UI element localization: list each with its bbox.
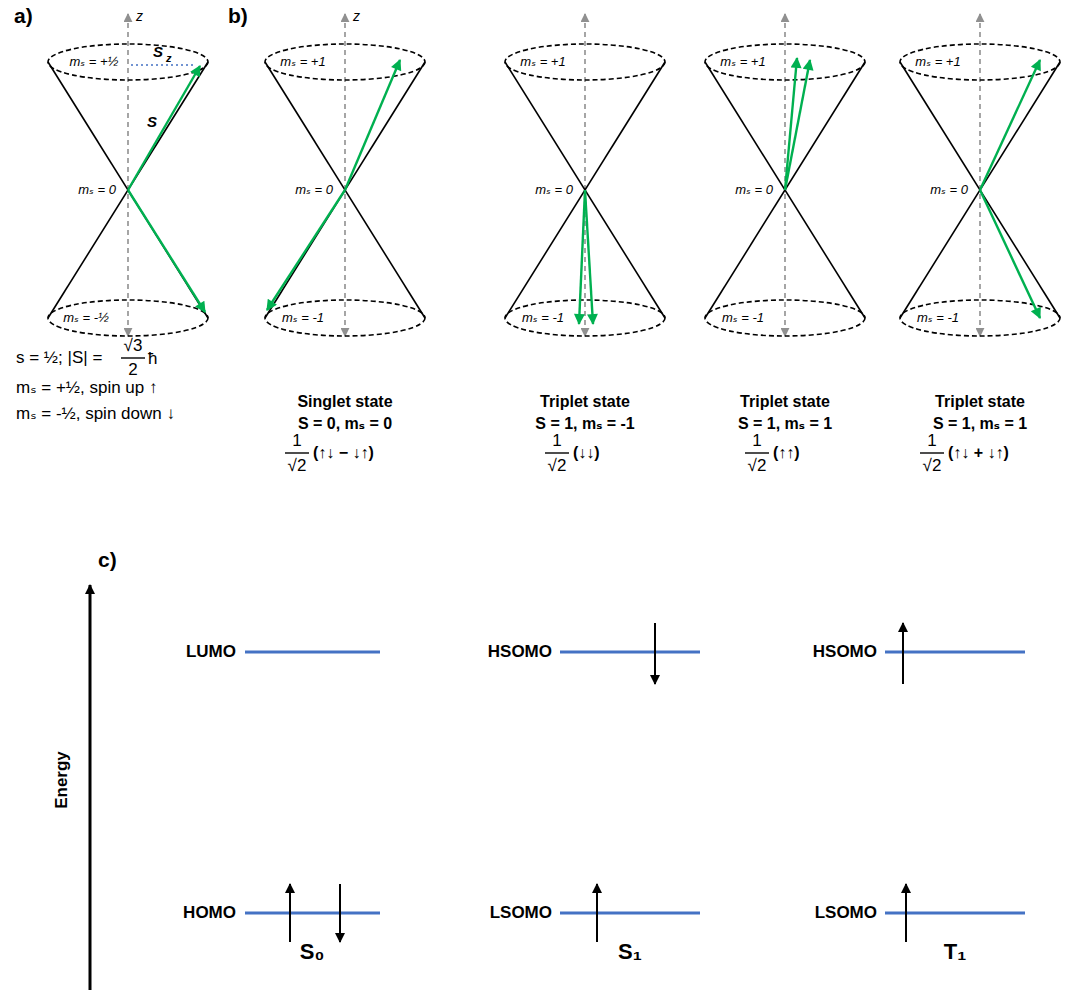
quantum-number: mₛ = 0 [295, 183, 333, 197]
state-numbers: S = 0, mₛ = 0 [298, 415, 392, 433]
quantum-number: mₛ = +1 [720, 55, 765, 69]
state-numbers: S = 1, mₛ = 1 [738, 415, 832, 433]
spin-cone [900, 14, 1060, 336]
spin-formula: s = ½; |S| = [16, 349, 102, 368]
vector-label: S [153, 44, 163, 61]
state-label: S₁ [618, 940, 642, 964]
orbital-levels [245, 652, 1025, 913]
fraction-denominator: √2 [923, 457, 942, 476]
quantum-number: mₛ = +1 [520, 55, 565, 69]
energy-axis [89, 585, 92, 990]
quantum-number: mₛ = +1 [915, 55, 960, 69]
state-name: Triplet state [540, 393, 630, 411]
spin-note: mₛ = +½, spin up ↑ [16, 379, 157, 398]
quantum-number: mₛ = +1 [280, 55, 325, 69]
quantum-number: mₛ = 0 [930, 183, 968, 197]
orbital-label: HOMO [183, 904, 236, 923]
panel-letter: c) [98, 548, 117, 571]
panel-letter: b) [228, 4, 248, 27]
orbital-label: LSOMO [490, 904, 552, 923]
wavefunction: (↑↓ + ↓↑) [948, 444, 1009, 462]
sz-projection [131, 64, 196, 66]
spin-vectors [128, 58, 1040, 324]
quantum-number: mₛ = -1 [282, 311, 324, 325]
orbital-label: LUMO [186, 643, 236, 662]
quantum-number: mₛ = -1 [522, 311, 564, 325]
state-name: Singlet state [297, 393, 392, 411]
spin-formula: ħ [148, 350, 157, 369]
spin-cone [265, 14, 425, 336]
wavefunction: (↑↑) [773, 444, 800, 462]
orbital-label: HSOMO [813, 643, 877, 662]
axis-label: z [353, 9, 360, 24]
spin-note: mₛ = -½, spin down ↓ [16, 405, 175, 424]
fraction-numerator: 1 [752, 432, 761, 451]
spin-cones [48, 14, 1060, 336]
quantum-number: mₛ = +½ [70, 55, 119, 69]
wavefunction: (↓↓) [573, 444, 600, 462]
state-name: Triplet state [740, 393, 830, 411]
quantum-number: mₛ = 0 [78, 183, 116, 197]
wavefunction: (↑↓ − ↓↑) [313, 444, 374, 462]
orbital-label: HSOMO [488, 643, 552, 662]
spin-cone [505, 14, 665, 336]
fraction-denominator: √2 [548, 457, 567, 476]
vector-subscript: z [166, 52, 172, 64]
fraction-numerator: 1 [292, 432, 301, 451]
fraction-numerator: 1 [927, 432, 936, 451]
fraction-bars [121, 358, 944, 453]
fraction-numerator: √3 [124, 337, 143, 356]
axis-label: z [136, 9, 143, 24]
quantum-number: mₛ = -½ [63, 311, 109, 325]
axis-title: Energy [53, 751, 72, 809]
fraction-denominator: 2 [128, 361, 137, 380]
fraction-denominator: √2 [288, 457, 307, 476]
quantum-number: mₛ = 0 [735, 183, 773, 197]
state-numbers: S = 1, mₛ = -1 [535, 415, 634, 433]
spin-cone [705, 14, 865, 336]
state-label: T₁ [944, 940, 967, 964]
orbital-label: LSOMO [815, 904, 877, 923]
quantum-number: mₛ = 0 [535, 183, 573, 197]
fraction-denominator: √2 [748, 457, 767, 476]
panel-letter: a) [14, 4, 33, 27]
vector-label: S [147, 114, 157, 131]
state-label: S₀ [300, 940, 325, 964]
state-numbers: S = 1, mₛ = 1 [933, 415, 1027, 433]
spin-cone [48, 14, 208, 336]
electron-spins [290, 623, 906, 942]
quantum-number: mₛ = -1 [917, 311, 959, 325]
quantum-number: mₛ = -1 [722, 311, 764, 325]
state-name: Triplet state [935, 393, 1025, 411]
fraction-numerator: 1 [552, 432, 561, 451]
